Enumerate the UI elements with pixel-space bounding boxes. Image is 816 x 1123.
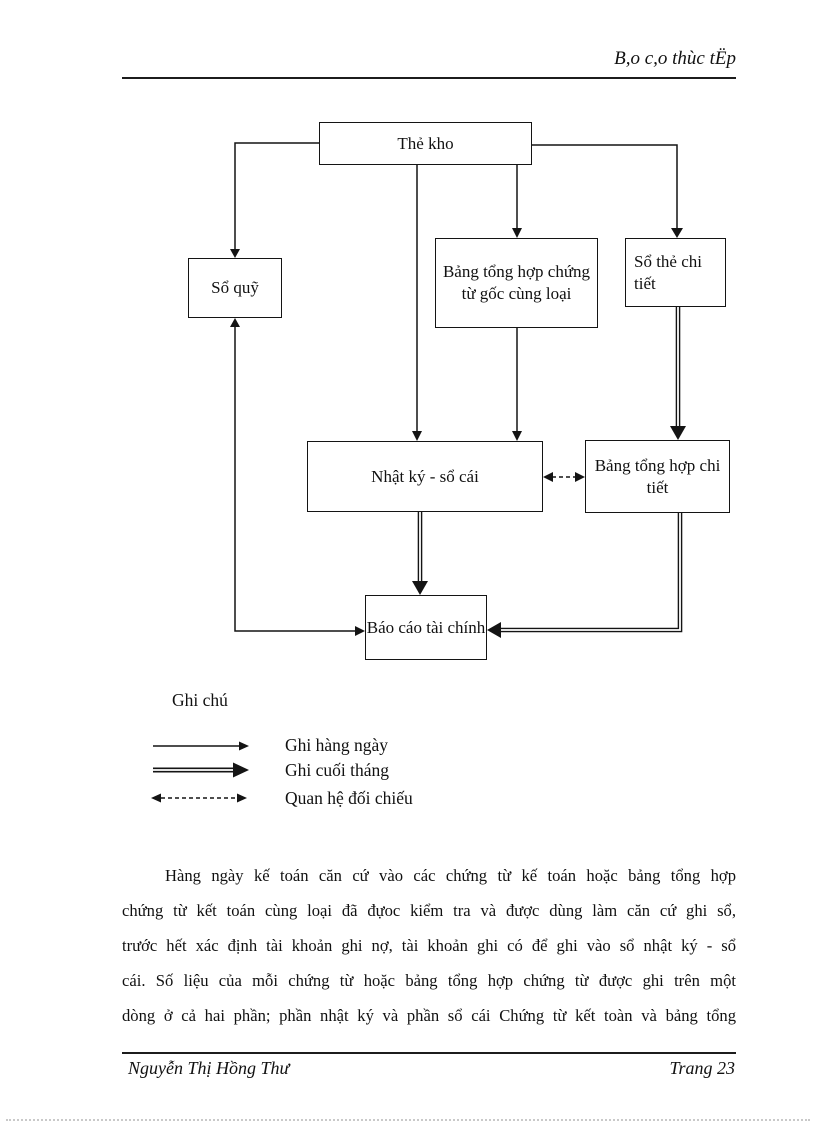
node-bang-tong-hop-chi-tiet-label: Bảng tổng hợp chi tiết bbox=[594, 455, 721, 497]
node-so-the-chi-tiet-label: Sổ thẻ chi tiết bbox=[634, 251, 702, 293]
arrow-right-icon bbox=[239, 741, 249, 751]
legend-item-daily-label: Ghi hàng ngày bbox=[285, 735, 389, 755]
edge-thekho-sothe bbox=[532, 144, 678, 229]
node-the-kho-label: Thẻ kho bbox=[397, 133, 454, 153]
node-nhat-ky-so-cai-label: Nhật ký - sổ cái bbox=[371, 466, 479, 486]
arrow-down-icon bbox=[230, 249, 240, 258]
arrow-down-icon bbox=[512, 228, 522, 238]
node-bang-tong-hop-chung-tu-label: Bảng tổng hợp chứng từ gốc cùng loại bbox=[442, 262, 591, 303]
arrow-left-icon bbox=[487, 622, 501, 638]
node-so-the-chi-tiet: Sổ thẻ chi tiết bbox=[625, 238, 726, 307]
arrow-left-icon bbox=[543, 472, 553, 482]
node-bang-tong-hop-chung-tu: Bảng tổng hợp chứng từ gốc cùng loại bbox=[435, 238, 598, 328]
node-bang-tong-hop-chi-tiet: Bảng tổng hợp chi tiết bbox=[585, 440, 730, 513]
arrow-right-icon bbox=[233, 762, 249, 778]
arrow-down-icon bbox=[670, 426, 686, 440]
node-the-kho: Thẻ kho bbox=[319, 122, 532, 165]
node-so-quy: Sổ quỹ bbox=[188, 258, 282, 318]
paragraph-line: dòng ở cả hai phần; phần nhật ký và phần… bbox=[122, 1006, 736, 1025]
arrow-down-icon bbox=[412, 581, 428, 595]
edge-thekho-soquy bbox=[234, 142, 319, 250]
arrow-right-icon bbox=[575, 472, 585, 482]
footer-author: Nguyễn Thị Hồng Thư bbox=[128, 1058, 290, 1078]
paragraph-line: Hàng ngày kế toán căn cứ vào các chứng t… bbox=[165, 866, 736, 885]
header-rule bbox=[122, 77, 736, 79]
edge-bthchitiet-baocao-inner bbox=[500, 513, 681, 631]
arrow-down-icon bbox=[412, 431, 422, 441]
edge-bthchitiet-baocao bbox=[500, 513, 683, 633]
legend-item-reconcile-label: Quan hệ đối chiếu bbox=[285, 788, 413, 808]
node-so-quy-label: Sổ quỹ bbox=[211, 278, 259, 297]
arrow-down-icon bbox=[671, 228, 683, 238]
arrow-up-icon bbox=[230, 318, 240, 327]
paragraph-line: cái. Số liệu của mỗi chứng từ hoặc bảng … bbox=[122, 971, 736, 990]
header-title: B,o c,o thùc tËp bbox=[614, 48, 736, 69]
arrow-left-icon bbox=[151, 793, 161, 803]
node-nhat-ky-so-cai: Nhật ký - sổ cái bbox=[307, 441, 543, 512]
body-paragraph: Hàng ngày kế toán căn cứ vào các chứng t… bbox=[122, 858, 736, 1033]
paragraph-line: trước hết xác định tài khoản ghi nợ, tài… bbox=[122, 936, 736, 955]
arrow-down-icon bbox=[512, 431, 522, 441]
edge-soquy-baocao bbox=[234, 326, 356, 632]
node-bao-cao-tai-chinh-label: Báo cáo tài chính bbox=[366, 617, 486, 637]
arrow-right-icon bbox=[237, 793, 247, 803]
arrow-right-icon bbox=[355, 626, 365, 636]
node-bao-cao-tai-chinh: Báo cáo tài chính bbox=[365, 595, 487, 660]
paragraph-line: chứng từ kết toán cùng loại đã đựoc kiểm… bbox=[122, 901, 736, 920]
footer-rule bbox=[122, 1052, 736, 1054]
footer-page-number: Trang 23 bbox=[669, 1058, 735, 1078]
legend-item-monthly-label: Ghi cuối tháng bbox=[285, 760, 390, 780]
scan-artifact-edge bbox=[6, 1119, 810, 1121]
legend-title: Ghi chú bbox=[172, 690, 228, 710]
